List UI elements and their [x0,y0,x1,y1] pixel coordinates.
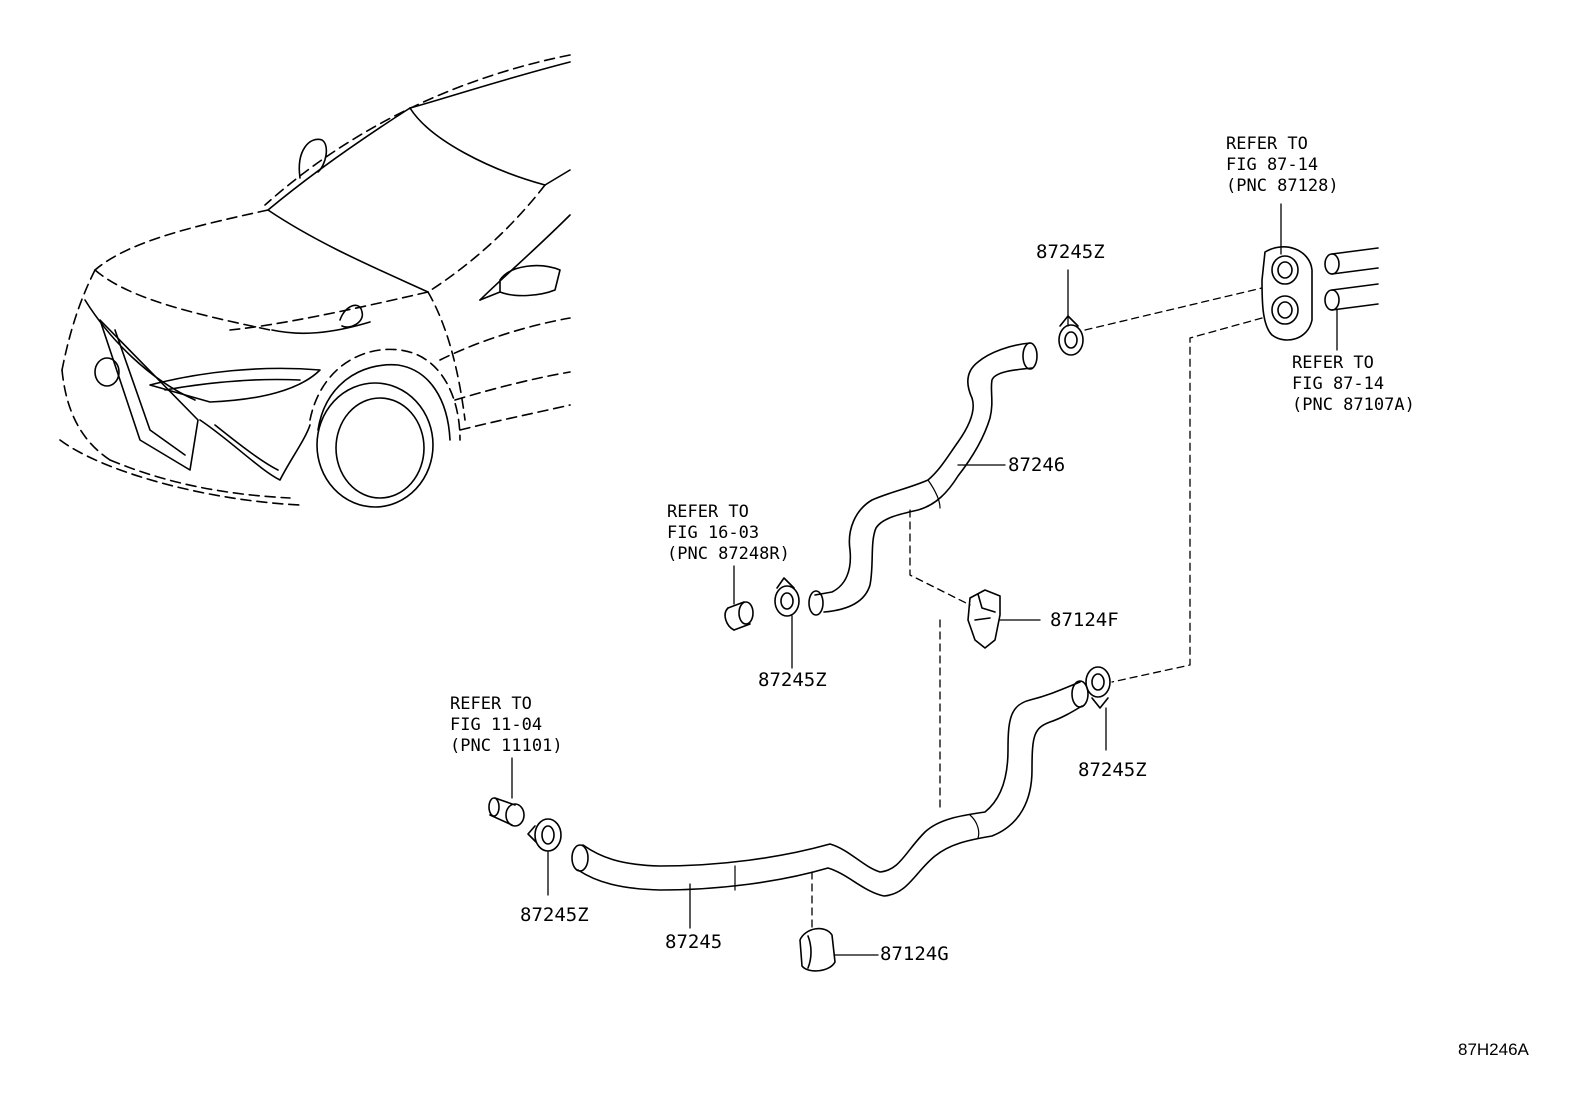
ref-note-87128: REFER TO FIG 87-14 (PNC 87128) [1226,134,1339,197]
ref-line: (PNC 87107A) [1292,395,1415,415]
clamp-87245z-right [1085,666,1111,709]
leader-lines [511,203,1338,956]
heater-pipes-87107a [1324,247,1379,311]
callout-87124g: 87124G [880,943,949,965]
callout-87245z-top: 87245Z [1036,241,1105,263]
callout-87246: 87246 [1008,454,1066,476]
callout-87245z-right: 87245Z [1078,759,1147,781]
ref-note-87248r: REFER TO FIG 16-03 (PNC 87248R) [667,502,790,565]
ref-line: (PNC 87248R) [667,544,790,564]
ref-line: FIG 11-04 [450,715,543,735]
pipe-stub-11101 [488,797,525,827]
holder-87124g [799,927,836,972]
hose-87246 [808,342,1038,616]
clamp-87245z-top [1058,315,1084,356]
bracket-87124f [967,589,1001,649]
ref-line: REFER TO [1226,134,1308,154]
callout-87245z-mid: 87245Z [758,669,827,691]
ref-line: REFER TO [1292,353,1374,373]
grommet-87128 [1261,246,1313,341]
callout-87245z-left: 87245Z [520,904,589,926]
ref-line: REFER TO [667,502,749,522]
ref-line: FIG 87-14 [1292,374,1385,394]
clamp-87245z-left [527,818,562,852]
assembly-lines [811,287,1263,931]
clamp-87245z-mid [774,577,800,617]
ref-line: (PNC 87128) [1226,176,1339,196]
illustration-code: 87H246A [1458,1040,1529,1059]
ref-note-87107a: REFER TO FIG 87-14 (PNC 87107A) [1292,353,1415,416]
ref-line: REFER TO [450,694,532,714]
pipe-stub-87248r [724,601,754,631]
hose-87245 [571,680,1089,897]
ref-line: FIG 87-14 [1226,155,1319,175]
callout-87245: 87245 [665,931,723,953]
ref-line: (PNC 11101) [450,736,563,756]
vehicle-outline [59,54,571,508]
callout-87124f: 87124F [1050,609,1119,631]
ref-line: FIG 16-03 [667,523,760,543]
ref-note-11101: REFER TO FIG 11-04 (PNC 11101) [450,694,563,757]
